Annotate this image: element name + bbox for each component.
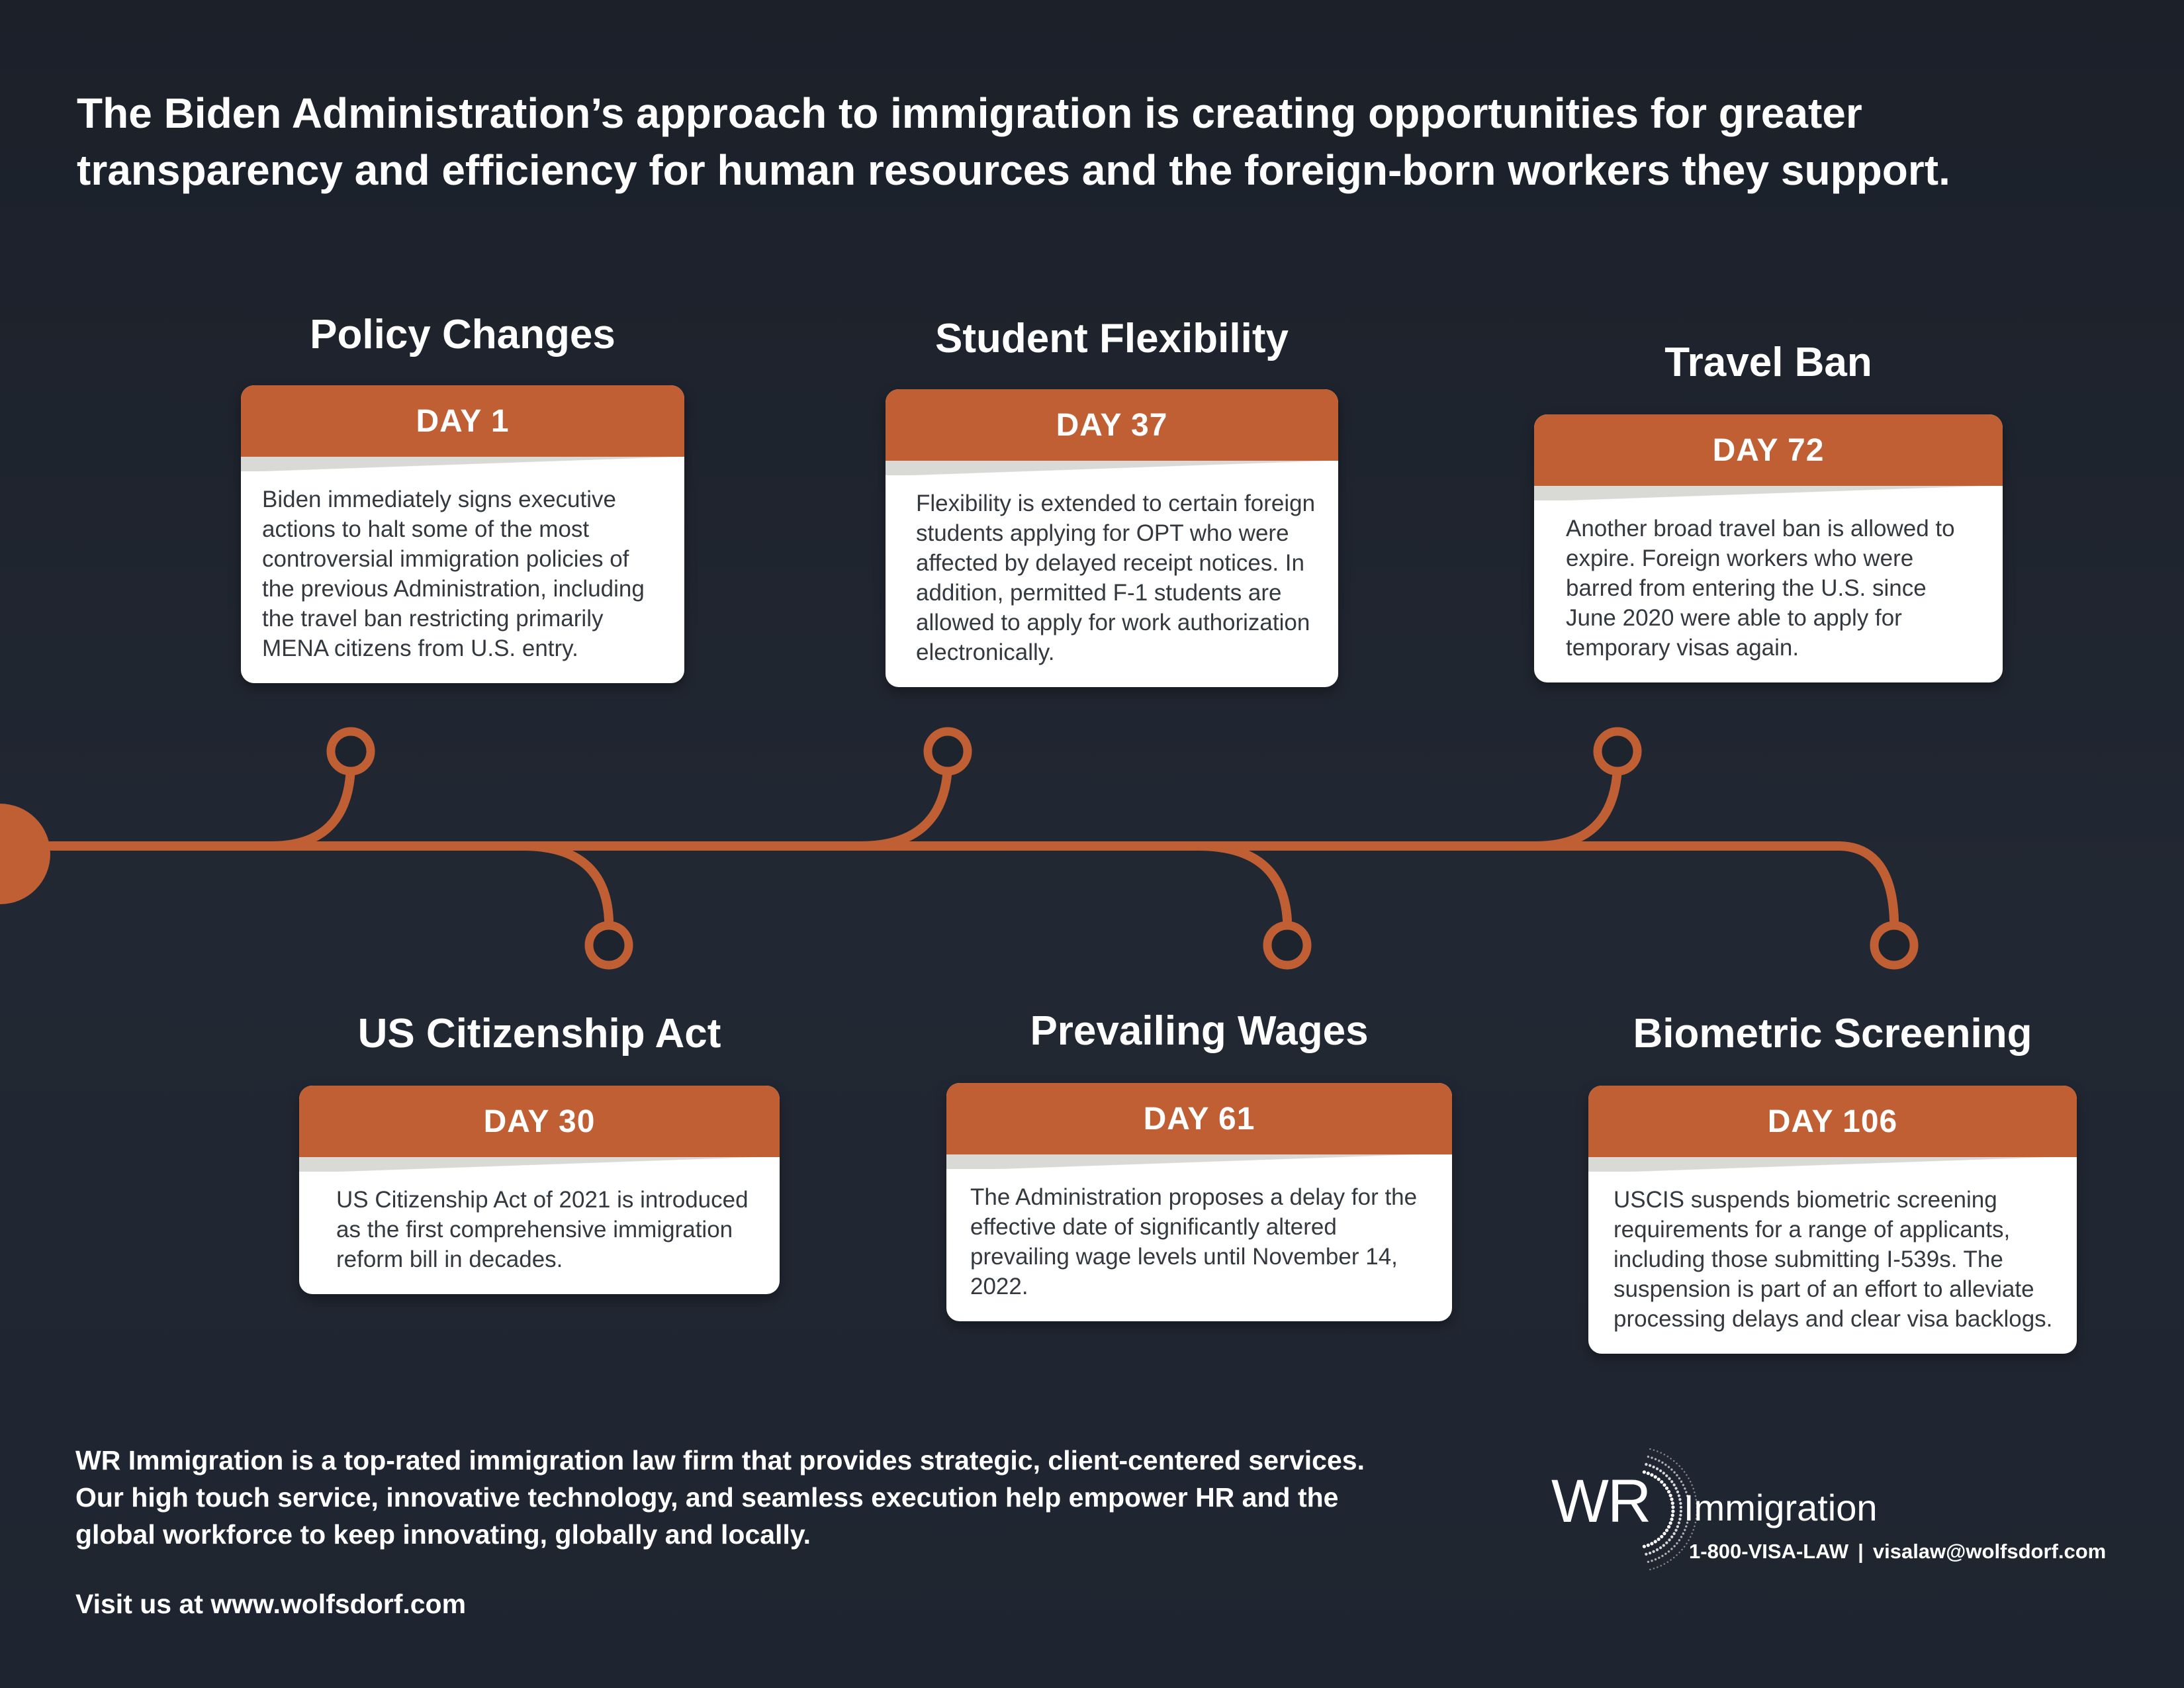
logo-name: Immigration	[1684, 1487, 1878, 1528]
connector-student-flexibility	[856, 763, 952, 851]
event-day-label: DAY 61	[946, 1083, 1452, 1154]
event-title: Biometric Screening	[1633, 1011, 2032, 1056]
card-divider	[1534, 486, 2003, 500]
card-divider	[1588, 1157, 2077, 1172]
event-description: Another broad travel ban is allowed to e…	[1566, 516, 1955, 661]
event-card: DAY 30 US Citizenship Act of 2021 is int…	[299, 1086, 780, 1294]
timeline-main-line	[2, 841, 1899, 925]
node-student-flexibility	[923, 727, 972, 776]
event-title: Travel Ban	[1664, 340, 1872, 385]
card-divider	[241, 457, 684, 471]
event-card: DAY 1 Biden immediately signs executive …	[241, 385, 684, 683]
node-prevailing-wages	[1263, 921, 1312, 970]
event-card: DAY 106 USCIS suspends biometric screeni…	[1588, 1086, 2077, 1354]
connector-policy-changes	[267, 763, 355, 851]
card-divider	[299, 1157, 780, 1172]
logo-mark: WR	[1551, 1468, 1651, 1535]
event-day-label: DAY 1	[241, 385, 684, 457]
event-day-label: DAY 106	[1588, 1086, 2077, 1157]
contact-separator: |	[1858, 1540, 1864, 1563]
event-description: Biden immediately signs executive action…	[262, 487, 645, 661]
connector-prevailing-wages	[1193, 841, 1292, 925]
event-description: US Citizenship Act of 2021 is introduced…	[336, 1187, 749, 1272]
website-link[interactable]: Visit us at www.wolfsdorf.com	[75, 1589, 467, 1619]
event-card: DAY 37 Flexibility is extended to certai…	[886, 389, 1338, 687]
card-divider	[946, 1154, 1452, 1169]
node-travel-ban	[1593, 727, 1642, 776]
email-address[interactable]: visalaw@wolfsdorf.com	[1872, 1540, 2107, 1563]
event-day-label: DAY 72	[1534, 414, 2003, 486]
connector-travel-ban	[1531, 763, 1622, 851]
node-policy-changes	[326, 727, 375, 776]
event-title: Student Flexibility	[935, 316, 1289, 361]
firm-description: WR Immigration is a top-rated immigratio…	[75, 1445, 1365, 1550]
logo-dots-icon	[1642, 1448, 1698, 1571]
timeline-start-node	[0, 804, 50, 904]
event-description: Flexibility is extended to certain forei…	[916, 491, 1316, 665]
event-day-label: DAY 37	[886, 389, 1338, 461]
event-title: US Citizenship Act	[357, 1011, 721, 1056]
event-card: DAY 72 Another broad travel ban is allow…	[1534, 414, 2003, 682]
card-divider	[886, 461, 1338, 475]
node-biometric-screening	[1870, 921, 1919, 970]
node-us-citizenship-act	[584, 921, 633, 970]
event-day-label: DAY 30	[299, 1086, 780, 1157]
contact-info: 1-800-VISA-LAW | visalaw@wolfsdorf.com	[1689, 1540, 2106, 1564]
phone-number[interactable]: 1-800-VISA-LAW	[1689, 1540, 1849, 1563]
event-title: Prevailing Wages	[1030, 1008, 1369, 1054]
connector-us-citizenship-act	[518, 841, 614, 925]
event-description: USCIS suspends biometric screening requi…	[1614, 1187, 2053, 1332]
headline: The Biden Administration’s approach to i…	[77, 89, 1950, 194]
event-card: DAY 61 The Administration proposes a del…	[946, 1083, 1452, 1321]
event-description: The Administration proposes a delay for …	[970, 1184, 1418, 1299]
event-title: Policy Changes	[310, 312, 615, 357]
